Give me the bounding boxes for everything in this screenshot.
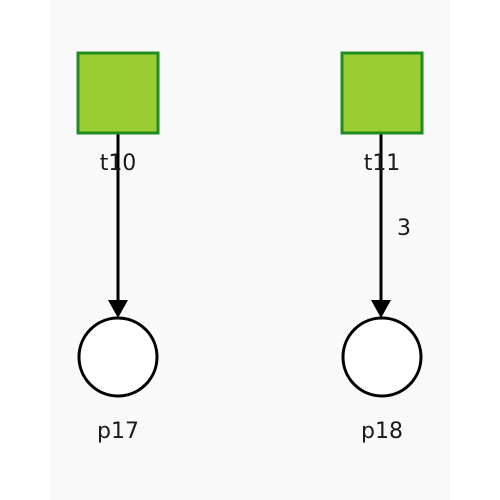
arrowhead-icon <box>371 300 391 318</box>
transition-t10[interactable] <box>76 51 160 135</box>
arrowhead-icon <box>108 300 128 318</box>
place-label-p17: p17 <box>97 419 139 444</box>
arc-weight-label: 3 <box>397 216 411 241</box>
place-p18[interactable] <box>341 316 423 398</box>
place-label-p18: p18 <box>361 419 403 444</box>
transition-label-t10: t10 <box>100 151 137 176</box>
place-circle[interactable] <box>77 316 159 398</box>
transition-t11[interactable] <box>340 51 424 135</box>
arc-t10-p17[interactable] <box>108 133 128 318</box>
place-circle[interactable] <box>341 316 423 398</box>
transition-box[interactable] <box>76 51 160 135</box>
transition-box[interactable] <box>340 51 424 135</box>
place-p17[interactable] <box>77 316 159 398</box>
arc-t11-p18[interactable] <box>371 133 391 318</box>
transition-label-t11: t11 <box>364 151 401 176</box>
